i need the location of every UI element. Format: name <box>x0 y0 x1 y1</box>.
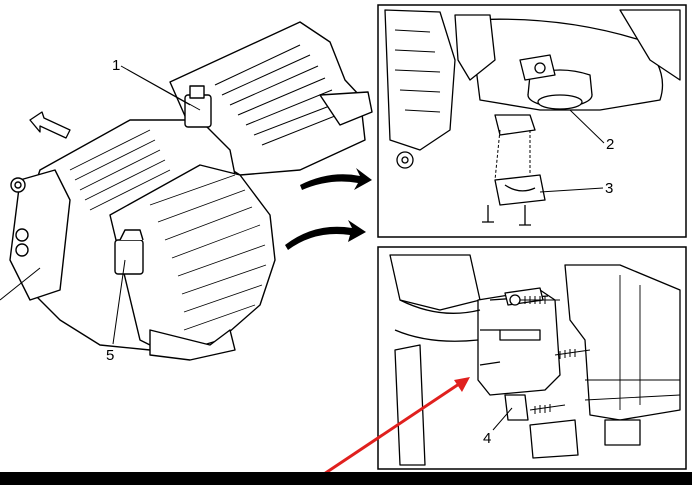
callout-5-leader <box>112 259 126 345</box>
callout-1: 1 <box>112 57 120 74</box>
callout-1-leader <box>120 65 201 111</box>
callout-4: 4 <box>483 430 491 447</box>
cropped-leader-line <box>0 267 41 301</box>
callout-3: 3 <box>605 180 613 197</box>
inset-actuator-view: 4 <box>377 246 687 470</box>
hvac-module-assembly <box>9 21 373 361</box>
callout-5: 5 <box>106 347 114 364</box>
callout-4-leader <box>492 407 513 431</box>
bottom-black-bar <box>0 472 692 485</box>
forward-direction-arrow-icon <box>29 111 71 139</box>
view-arrow-icon <box>285 168 372 250</box>
inset-blower-motor-view: 2 3 <box>377 4 687 238</box>
red-pointer-arrow-icon <box>311 377 470 484</box>
callout-2-leader <box>569 109 605 144</box>
callout-2: 2 <box>606 136 614 153</box>
callout-3-leader <box>539 187 604 193</box>
